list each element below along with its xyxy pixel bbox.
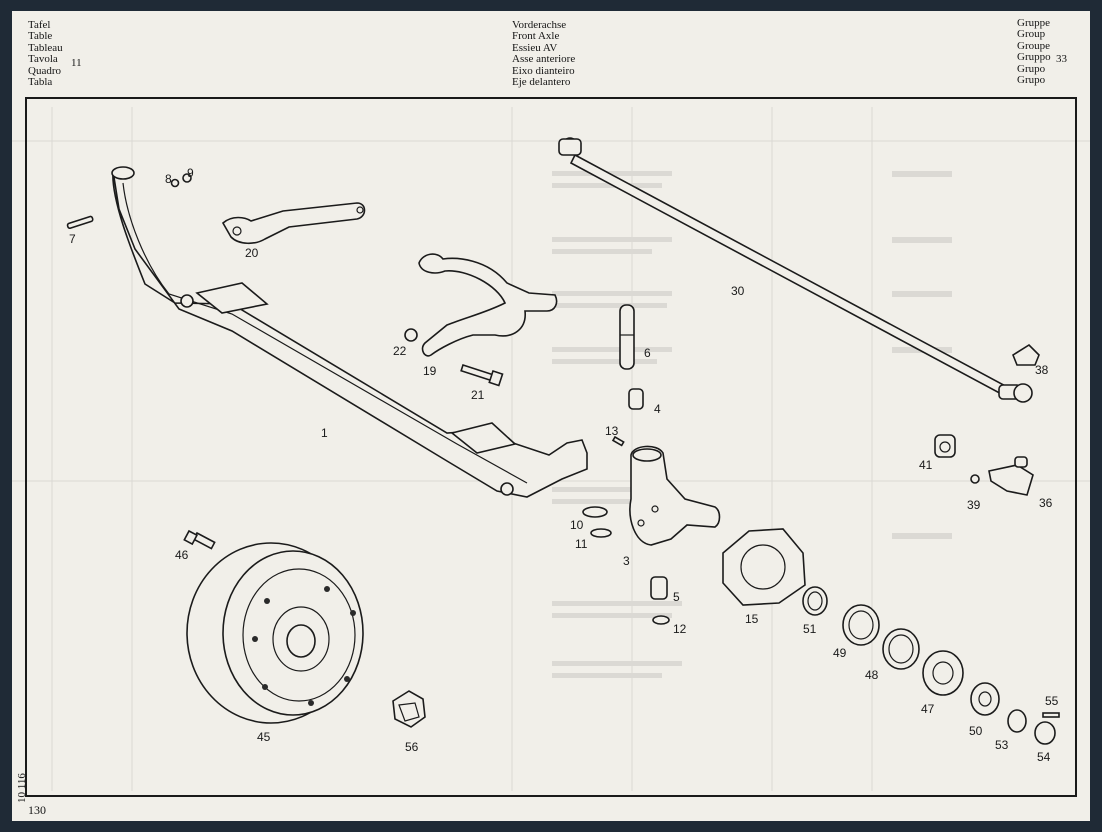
group-label: Gruppo (1017, 51, 1051, 64)
part-label: 9 (187, 166, 194, 180)
washer-drawing (582, 506, 608, 518)
shim-drawing (652, 615, 670, 625)
part-label: 51 (803, 622, 817, 636)
washer-drawing (1007, 709, 1027, 733)
plate-code: 10 116 (16, 773, 28, 803)
part-label: 30 (731, 284, 745, 298)
part-label: 36 (1039, 496, 1053, 510)
front-axle-exploded-view: 1 3 4 5 6 7 8 9 10 11 12 13 15 19 20 21 … (66, 137, 1060, 764)
part-label: 50 (969, 724, 983, 738)
part-label: 7 (69, 232, 76, 246)
part-label: 39 (967, 498, 981, 512)
section-title-block: Vorderachse Front Axle Essieu AV Asse an… (512, 19, 576, 89)
part-label: 6 (644, 346, 651, 360)
tie-rod-drawing (558, 137, 1033, 403)
page-number: 130 (28, 803, 46, 817)
nut-drawing (182, 173, 192, 183)
axle-beam-drawing (111, 166, 588, 498)
section-title: Asse anteriore (512, 53, 576, 66)
dust-shield-drawing (722, 528, 806, 606)
cotter-pin-drawing (1042, 712, 1060, 718)
washer-drawing (590, 528, 612, 538)
hub-cap-drawing (392, 690, 426, 728)
table-label: Tafel (28, 19, 51, 31)
part-label: 13 (605, 424, 619, 438)
section-title: Essieu AV (512, 41, 558, 54)
steering-arm-drawing (221, 202, 366, 245)
rubber-boot-drawing (1012, 343, 1040, 366)
part-label: 19 (423, 364, 437, 378)
part-label: 47 (921, 702, 935, 716)
section-title: Eje delantero (512, 76, 571, 89)
part-label: 56 (405, 740, 419, 754)
group-label-block: Gruppe Group Groupe Gruppo Grupo Grupo (1017, 17, 1051, 87)
nut-drawing (970, 474, 980, 484)
nut-drawing (1034, 721, 1056, 745)
bearing-drawing (922, 650, 964, 696)
section-title: Vorderachse (512, 19, 567, 31)
part-label: 48 (865, 668, 879, 682)
part-label: 11 (575, 537, 588, 551)
group-label: Grupo (1017, 62, 1046, 75)
table-label: Tabla (28, 76, 53, 89)
part-label: 3 (623, 554, 630, 568)
nut-drawing (404, 328, 418, 342)
part-label: 1 (321, 426, 328, 440)
ball-joint-drawing (988, 456, 1034, 496)
part-label: 21 (471, 388, 485, 402)
wheel-bolt-drawing (183, 529, 216, 550)
king-pin-drawing (619, 304, 635, 370)
part-label: 55 (1045, 694, 1059, 708)
table-label: Table (28, 30, 53, 43)
part-label: 38 (1035, 363, 1049, 377)
seal-drawing (802, 586, 828, 616)
part-label: 41 (919, 458, 933, 472)
drop-arm-drawing (418, 253, 558, 357)
table-label: Quadro (28, 64, 61, 77)
exploded-diagram-frame: 1 3 4 5 6 7 8 9 10 11 12 13 15 19 20 21 … (25, 97, 1077, 797)
table-label-block: Tafel Table Tableau Tavola Quadro Tabla (28, 19, 63, 89)
part-label: 10 (570, 518, 584, 532)
table-number: 11 (71, 57, 82, 69)
table-label: Tableau (28, 41, 63, 54)
part-label: 5 (673, 590, 680, 604)
group-label: Groupe (1017, 39, 1050, 52)
part-label: 49 (833, 646, 847, 660)
screw-drawing (611, 435, 625, 447)
group-label: Grupo (1017, 74, 1046, 87)
clamp-drawing (934, 434, 956, 458)
part-label: 15 (745, 612, 759, 626)
part-label: 8 (165, 172, 172, 186)
part-label: 46 (175, 548, 189, 562)
group-number: 33 (1056, 53, 1067, 65)
bushing-drawing (628, 388, 644, 410)
brake-drum-drawing (186, 542, 364, 724)
pin-drawing (66, 215, 94, 230)
part-label: 12 (673, 622, 687, 636)
table-label: Tavola (28, 53, 58, 66)
part-label: 54 (1037, 750, 1051, 764)
bushing-drawing (650, 576, 668, 600)
part-label: 22 (393, 344, 407, 358)
steering-knuckle-drawing (629, 445, 721, 546)
group-label: Gruppe (1017, 17, 1050, 29)
group-label: Group (1017, 28, 1046, 41)
part-label: 20 (245, 246, 259, 260)
catalog-page: Tafel Table Tableau Tavola Quadro Tabla … (12, 11, 1090, 821)
section-title: Eixo dianteiro (512, 64, 575, 77)
section-title: Front Axle (512, 30, 560, 43)
part-label: 45 (257, 730, 271, 744)
bolt-drawing (460, 363, 504, 387)
nut-drawing (170, 178, 180, 188)
part-label: 53 (995, 738, 1009, 752)
bearing-drawing (970, 682, 1000, 716)
part-label: 4 (654, 402, 661, 416)
